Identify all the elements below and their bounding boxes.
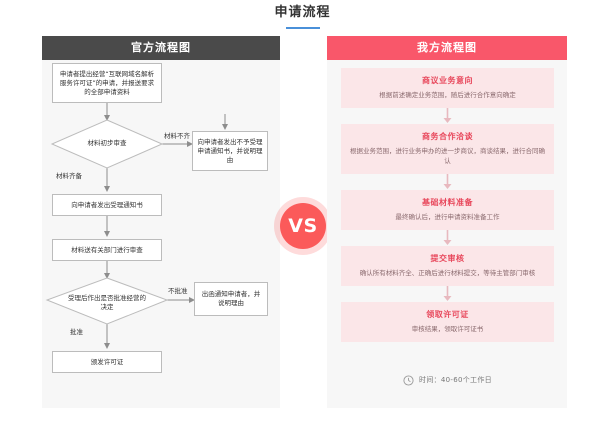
flow-label-approved: 批准 — [70, 328, 83, 336]
page-header: 申请流程 — [0, 4, 605, 29]
flow-label-materials-incomplete: 材料不齐 — [164, 132, 190, 140]
step-card: 商务合作洽谈 根据业务范围，进行业务申办的进一步商议，商谈结果，进行合同确认 — [341, 124, 554, 174]
step-title: 商议业务意向 — [422, 76, 473, 85]
flow-node-department-review: 材料送有关部门进行审查 — [52, 239, 162, 261]
step-arrow-icon — [341, 174, 554, 190]
step-description: 审核结果，领取许可证书 — [411, 325, 484, 333]
our-flow-header: 我方流程图 — [327, 36, 567, 60]
page-title: 申请流程 — [274, 5, 331, 20]
step-card: 提交审核 确认所有材料齐全、正确后进行材料提交，等待主管部门审核 — [341, 246, 554, 286]
flow-label-not-approved: 不批准 — [168, 287, 188, 295]
processing-time-row: 时间：40-60个工作日 — [341, 374, 554, 386]
step-card: 商议业务意向 根据前述确定业务范围，随后进行合作意向确定 — [341, 68, 554, 108]
step-description: 确认所有材料齐全、正确后进行材料提交，等待主管部门审核 — [359, 269, 536, 277]
our-flow-steps: 商议业务意向 根据前述确定业务范围，随后进行合作意向确定 商务合作洽谈 根据业务… — [341, 68, 554, 342]
processing-time-text: 时间：40-60个工作日 — [419, 376, 492, 384]
flow-node-accept-notice: 向申请者发出受理通知书 — [52, 194, 162, 216]
flow-decision-initial-review-label: 材料初步审查 — [87, 139, 127, 147]
flow-node-apply: 申请者提出经营“互联网域名解析服务许可证”的申请，并报送要求的全部申请资料 — [52, 63, 162, 103]
step-arrow-icon — [341, 230, 554, 246]
step-title: 领取许可证 — [426, 310, 469, 319]
step-description: 根据前述确定业务范围，随后进行合作意向确定 — [379, 91, 516, 99]
official-flow-header: 官方流程图 — [42, 36, 280, 60]
step-arrow-icon — [341, 108, 554, 124]
vs-badge-label: VS — [288, 215, 318, 237]
flow-connector-lines — [45, 103, 228, 349]
step-arrow-icon — [341, 286, 554, 302]
step-title: 基础材料准备 — [422, 198, 473, 207]
flow-label-materials-complete: 材料齐备 — [56, 172, 82, 180]
title-underline — [285, 27, 320, 29]
flow-node-deny-letter: 出函通知申请者，并说明理由 — [194, 282, 268, 316]
clock-icon — [403, 374, 414, 386]
step-card: 领取许可证 审核结果，领取许可证书 — [341, 302, 554, 342]
step-description: 根据业务范围，进行业务申办的进一步商议，商谈结果，进行合同确认 — [350, 147, 545, 165]
flow-decision-approval-label: 受理后作出是否批准经营的决定 — [68, 294, 146, 311]
official-flowchart: 申请者提出经营“互联网域名解析服务许可证”的申请，并报送要求的全部申请资料 材料… — [42, 36, 280, 408]
vs-badge: VS — [280, 203, 326, 249]
flow-node-reject-notice: 向申请者发出不予受理申请通知书，并说明理由 — [192, 131, 268, 171]
step-card: 基础材料准备 最终确认后，进行申请资料准备工作 — [341, 190, 554, 230]
step-title: 商务合作洽谈 — [422, 132, 473, 141]
flow-node-issue-license: 颁发许可证 — [52, 351, 162, 373]
step-description: 最终确认后，进行申请资料准备工作 — [395, 213, 500, 221]
step-title: 提交审核 — [430, 254, 465, 263]
